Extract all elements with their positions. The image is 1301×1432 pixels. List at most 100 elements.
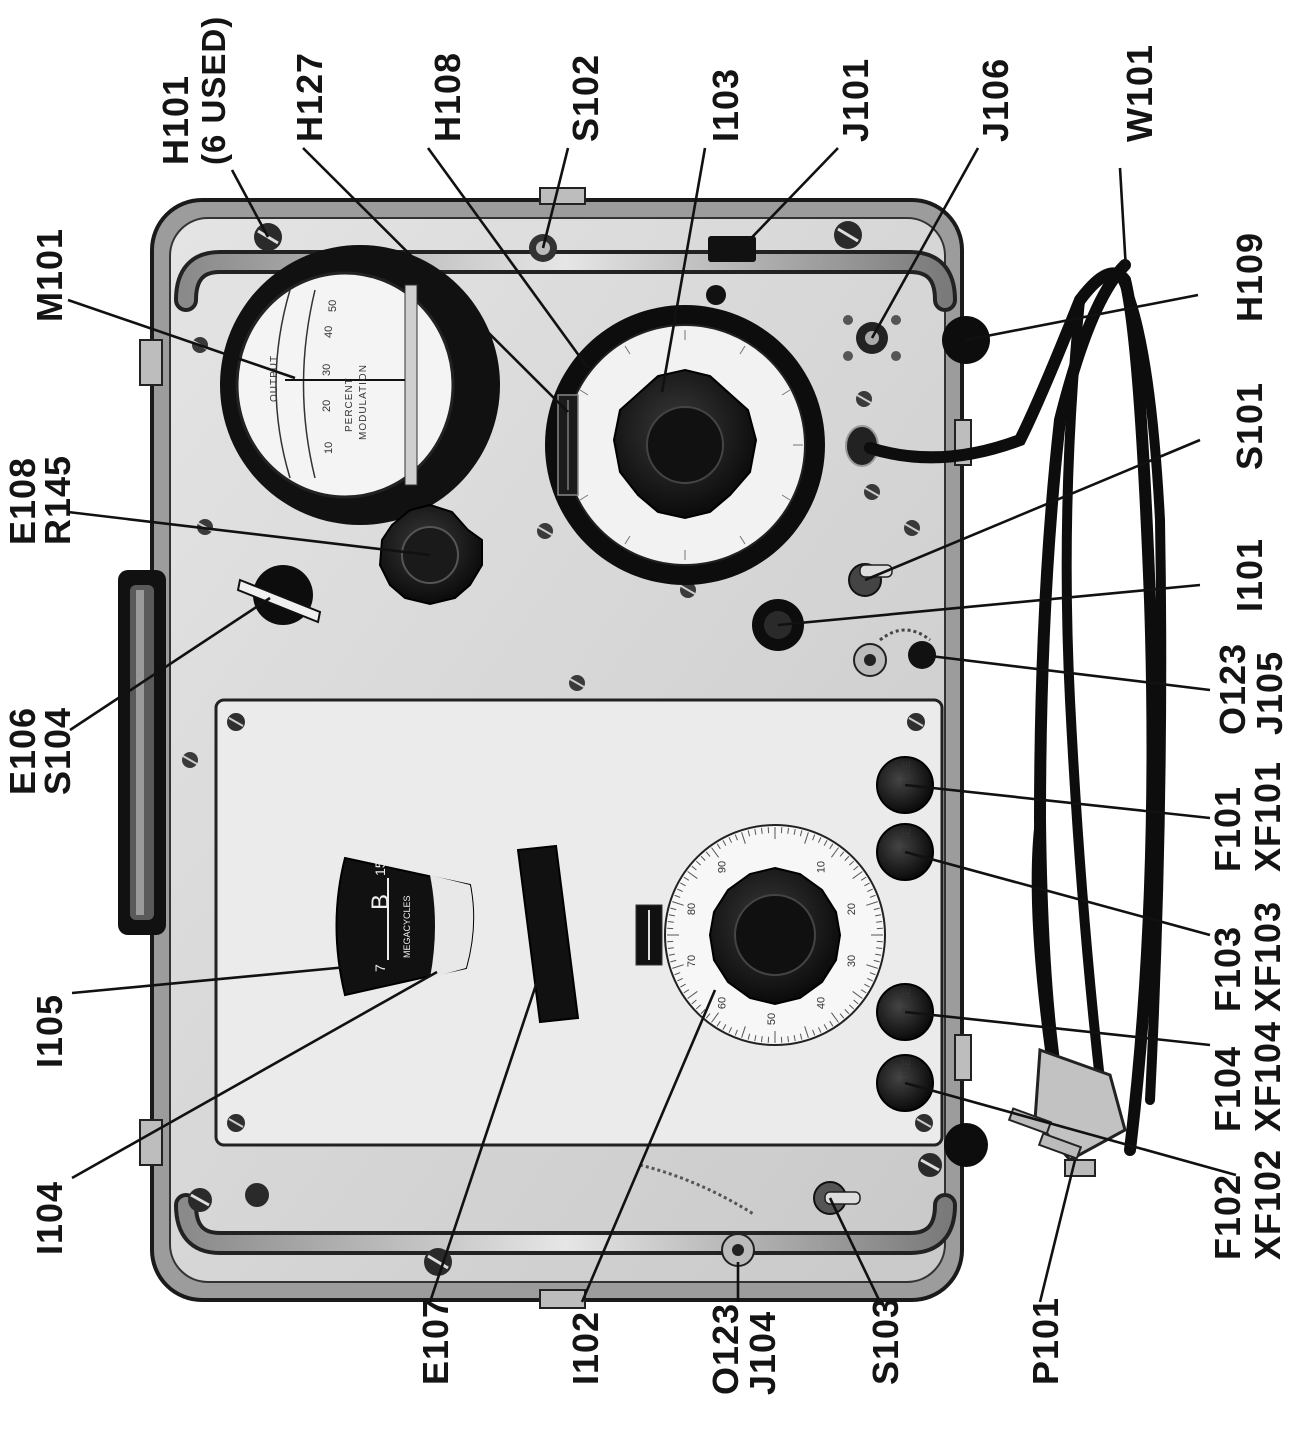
dial-number: 80	[686, 903, 698, 915]
panel-screws	[182, 337, 920, 768]
label-h127: H127	[289, 52, 330, 142]
label-o123-j105-b: J105	[1249, 651, 1290, 735]
label-o123-j104-a: O123	[705, 1303, 746, 1395]
dial-tick	[722, 840, 727, 846]
dial-tick	[873, 907, 880, 911]
dial-tick	[680, 882, 686, 887]
dial-tick	[760, 1036, 763, 1043]
power-plug	[1007, 1047, 1127, 1177]
output-meter: OUTPUT PERCENT MODULATION 10 20 30 40 50	[220, 245, 500, 525]
dial-tick	[804, 1026, 809, 1038]
dial-tick	[667, 947, 674, 950]
output-attenuator-dial[interactable]	[545, 305, 825, 585]
fuse-label: FUSE	[901, 761, 913, 790]
dial-tick	[860, 989, 867, 994]
dial-tick	[677, 888, 683, 893]
dial-tick	[683, 989, 690, 994]
screw-icon	[188, 1188, 212, 1212]
dial-tick	[691, 865, 697, 871]
dial-tick	[734, 1029, 738, 1036]
meter-label-modulation: MODULATION	[358, 364, 369, 440]
dial-tick	[754, 1035, 757, 1042]
dial-number: 70	[686, 955, 698, 967]
screw-icon	[864, 484, 880, 500]
dial-tick	[867, 888, 873, 893]
dial-tick	[799, 1033, 803, 1040]
screw-icon	[182, 752, 198, 768]
label-j106: J106	[975, 58, 1016, 142]
label-f102: F102	[1207, 1174, 1248, 1260]
dial-tick	[747, 1033, 751, 1040]
label-i104: I104	[29, 1181, 70, 1255]
dial-tick	[754, 828, 757, 835]
label-e106: E106	[2, 707, 43, 795]
dial-tick	[705, 851, 711, 857]
dial-number: 40	[815, 997, 827, 1009]
screw-icon	[680, 582, 696, 598]
dial-tick	[852, 991, 863, 999]
dial-tick	[741, 832, 746, 844]
dial-tick	[864, 882, 870, 887]
dial-tick	[716, 843, 721, 850]
fuse-label: FUSE	[901, 1059, 913, 1088]
dial-tick	[817, 837, 822, 843]
label-o123-j105-a: O123	[1212, 643, 1253, 735]
screw-icon	[915, 1114, 933, 1132]
label-f104: F104	[1207, 1046, 1248, 1132]
dial-tick	[875, 953, 882, 956]
callout-labels: H101 (6 USED) H127 H108 S102 I103 J101 J…	[2, 16, 1290, 1395]
dial-tick	[823, 1024, 828, 1030]
svg-text:20: 20	[321, 400, 333, 412]
band-window: B 15 7 MEGACYCLES	[335, 856, 475, 997]
power-cord	[864, 259, 1167, 1156]
dial-tick	[674, 972, 681, 976]
label-s104: S104	[37, 707, 78, 795]
dial-tick	[787, 1036, 790, 1043]
dial-tick	[722, 1024, 727, 1030]
top-guard-rail	[174, 250, 957, 312]
screw-icon	[227, 713, 245, 731]
dial-tick	[747, 830, 751, 837]
function-selector-knob[interactable]	[236, 565, 322, 625]
dial-tick	[787, 827, 790, 834]
case-screws	[188, 221, 942, 1276]
screw-icon	[227, 1114, 245, 1132]
dial-tick	[760, 827, 763, 834]
dial-tick	[839, 1013, 845, 1019]
label-s101: S101	[1229, 382, 1270, 470]
band-switch-bar[interactable]	[516, 844, 580, 1024]
screw-icon	[904, 520, 920, 536]
dial-tick	[734, 834, 738, 841]
label-e107: E107	[415, 1297, 456, 1385]
dial-tick	[672, 964, 684, 969]
svg-text:30: 30	[321, 364, 333, 376]
label-s103: S103	[865, 1297, 906, 1385]
dial-tick	[672, 901, 684, 906]
label-m101: M101	[29, 228, 70, 322]
label-xf103: XF103	[1247, 901, 1288, 1012]
label-i105: I105	[29, 994, 70, 1068]
label-h101: H101	[155, 75, 196, 165]
dial-tick	[716, 1020, 721, 1027]
dial-tick	[876, 947, 883, 950]
dial-tick	[687, 871, 698, 879]
dial-tick	[799, 830, 803, 837]
carry-handle	[118, 570, 166, 935]
svg-text:40: 40	[323, 326, 335, 338]
band-low: 7	[372, 964, 388, 972]
dial-tick	[866, 901, 878, 906]
dial-number: 20	[846, 903, 858, 915]
screw-icon	[856, 391, 872, 407]
dial-tick	[849, 860, 855, 866]
label-f101: F101	[1207, 786, 1248, 872]
dial-tick	[711, 847, 719, 858]
dial-tick	[823, 840, 828, 846]
label-i102: I102	[565, 1311, 606, 1385]
label-h109: H109	[1229, 232, 1270, 322]
band-high: 15	[372, 860, 388, 876]
dial-tick	[839, 851, 845, 857]
screw-icon	[907, 713, 925, 731]
j104-jack	[639, 1163, 756, 1267]
